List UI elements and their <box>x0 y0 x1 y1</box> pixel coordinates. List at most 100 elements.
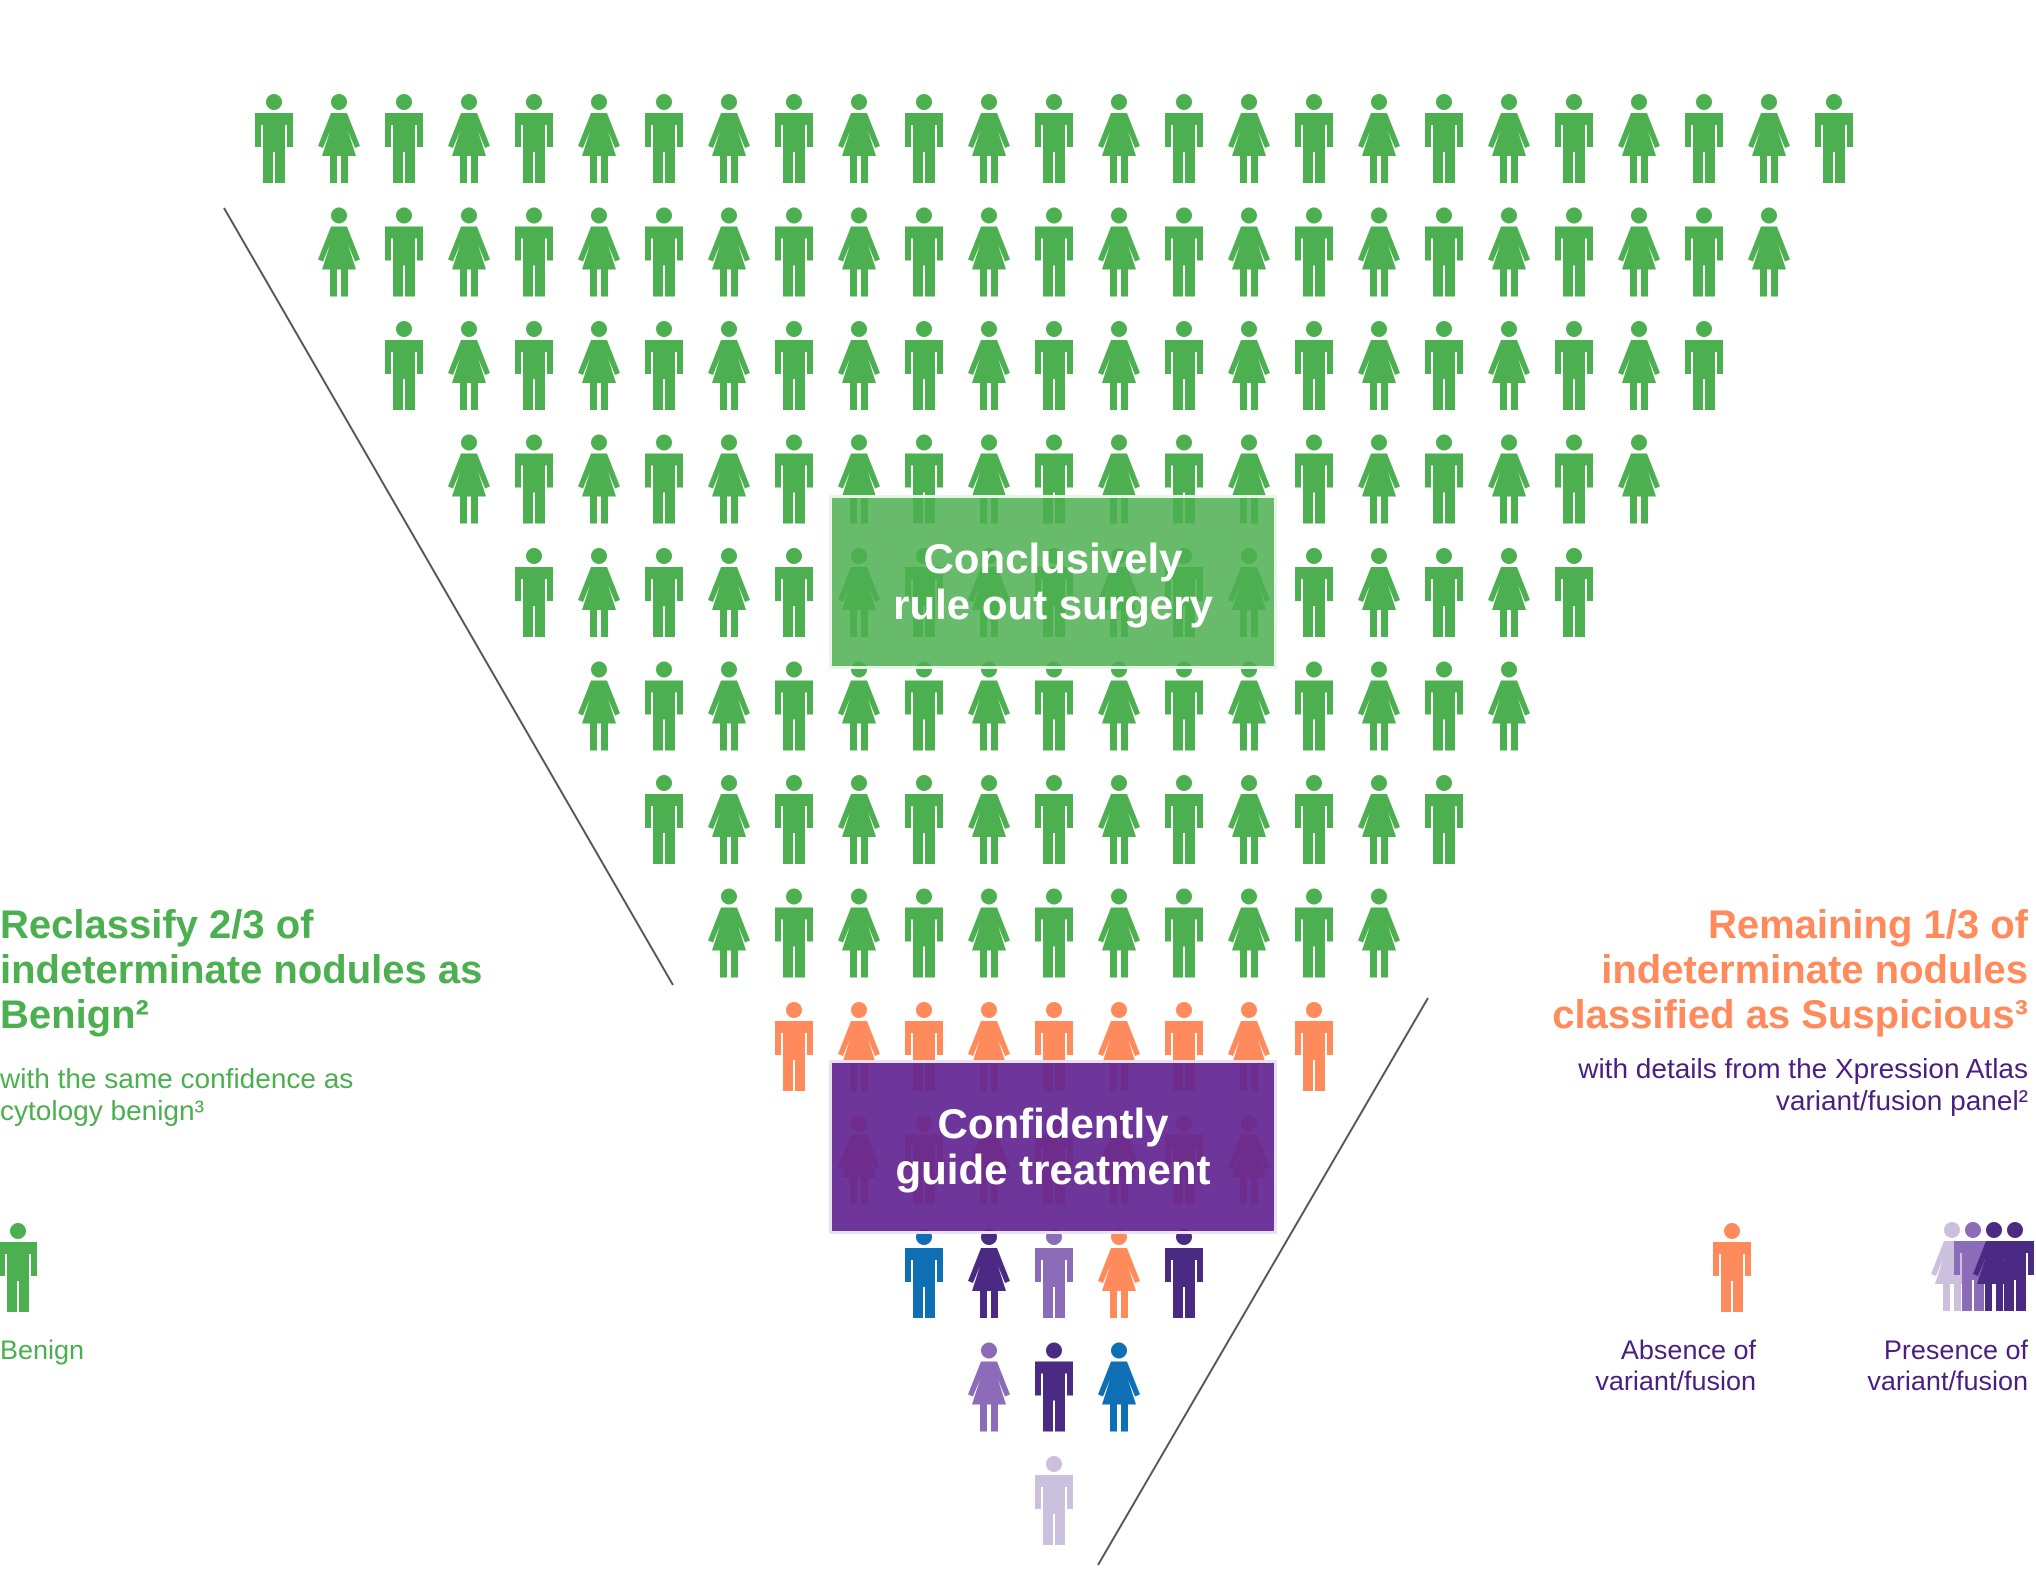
person-icon <box>515 207 553 297</box>
person-icon <box>708 548 750 637</box>
person-icon <box>578 94 620 183</box>
person-icon <box>1035 661 1073 751</box>
person-icon <box>708 888 750 978</box>
person-icon <box>578 548 620 637</box>
person-icon <box>968 775 1010 864</box>
person-icon <box>1098 775 1140 864</box>
person-icon <box>775 321 813 410</box>
person-icon <box>1425 207 1463 297</box>
person-icon <box>645 661 683 751</box>
person-icon <box>1035 888 1073 978</box>
person-icon <box>255 94 293 183</box>
guide-treatment-box: Confidently guide treatment <box>829 1060 1277 1234</box>
person-icon <box>968 207 1010 297</box>
person-icon <box>1035 775 1073 864</box>
person-icon <box>1358 434 1400 524</box>
person-icon <box>1035 1342 1073 1432</box>
person-icon <box>1488 434 1530 524</box>
person-icon <box>318 207 360 297</box>
person-icon <box>1165 94 1203 183</box>
person-icon <box>838 888 880 978</box>
person-icon <box>1098 321 1140 410</box>
person-icon <box>515 434 553 524</box>
person-icon <box>1488 207 1530 297</box>
person-icon <box>1228 94 1270 183</box>
person-icon <box>515 94 553 183</box>
person-icon <box>1098 207 1140 297</box>
person-icon <box>1035 207 1073 297</box>
person-icon <box>1165 1229 1203 1318</box>
person-icon <box>1358 775 1400 864</box>
funnel-right-line <box>1097 997 1429 1566</box>
person-icon <box>1295 548 1333 637</box>
person-icon <box>1488 94 1530 183</box>
person-icon <box>0 1223 37 1312</box>
absence-legend-label: Absence of variant/fusion <box>1595 1335 1756 1396</box>
person-icon <box>838 321 880 410</box>
person-icon <box>1098 1229 1140 1318</box>
person-icon <box>1228 775 1270 864</box>
person-icon <box>1358 661 1400 751</box>
person-icon <box>708 661 750 751</box>
person-icon <box>1035 1229 1073 1318</box>
presence-group-icon <box>1931 1222 2034 1311</box>
person-icon <box>905 661 943 751</box>
person-icon <box>1165 321 1203 410</box>
person-icon <box>838 94 880 183</box>
person-icon <box>1228 661 1270 751</box>
person-icon <box>1098 94 1140 183</box>
person-icon <box>708 207 750 297</box>
person-icon <box>1425 434 1463 524</box>
person-icon <box>1425 548 1463 637</box>
person-icon <box>1555 548 1593 637</box>
person-icon <box>1555 434 1593 524</box>
person-icon <box>385 321 423 410</box>
person-icon <box>905 94 943 183</box>
person-icon <box>968 1342 1010 1432</box>
person-icon <box>385 94 423 183</box>
person-icon <box>1228 321 1270 410</box>
benign-subtext: with the same confidence as cytology ben… <box>0 1063 354 1126</box>
person-icon <box>1815 94 1853 183</box>
person-icon <box>448 434 490 524</box>
person-icon <box>1165 661 1203 751</box>
person-icon <box>1425 661 1463 751</box>
person-icon <box>1748 207 1790 297</box>
person-icon <box>775 775 813 864</box>
person-icon <box>318 94 360 183</box>
person-icon <box>1685 321 1723 410</box>
person-icon <box>578 207 620 297</box>
person-icon <box>838 207 880 297</box>
person-icon <box>448 207 490 297</box>
person-icon <box>645 548 683 637</box>
person-icon <box>1358 888 1400 978</box>
person-icon <box>775 94 813 183</box>
benign-person-icon <box>0 1223 37 1312</box>
person-icon <box>578 434 620 524</box>
person-icon <box>1098 888 1140 978</box>
person-icon <box>515 321 553 410</box>
person-icon <box>1228 888 1270 978</box>
person-icon <box>708 775 750 864</box>
person-icon <box>1358 207 1400 297</box>
person-icon <box>515 548 553 637</box>
person-icon <box>968 661 1010 751</box>
person-icon <box>1358 548 1400 637</box>
absence-person-icon <box>1713 1223 1751 1312</box>
person-icon <box>578 661 620 751</box>
person-icon <box>1555 207 1593 297</box>
person-icon <box>905 1229 943 1318</box>
benign-heading: Reclassify 2/3 of indeterminate nodules … <box>0 903 483 1037</box>
person-icon <box>1035 321 1073 410</box>
person-icon <box>838 661 880 751</box>
person-icon <box>838 775 880 864</box>
person-icon <box>1295 434 1333 524</box>
person-icon <box>905 321 943 410</box>
person-icon <box>1035 94 1073 183</box>
person-icon <box>775 1002 813 1091</box>
person-icon <box>1165 775 1203 864</box>
person-icon <box>1295 888 1333 978</box>
person-icon <box>1165 207 1203 297</box>
